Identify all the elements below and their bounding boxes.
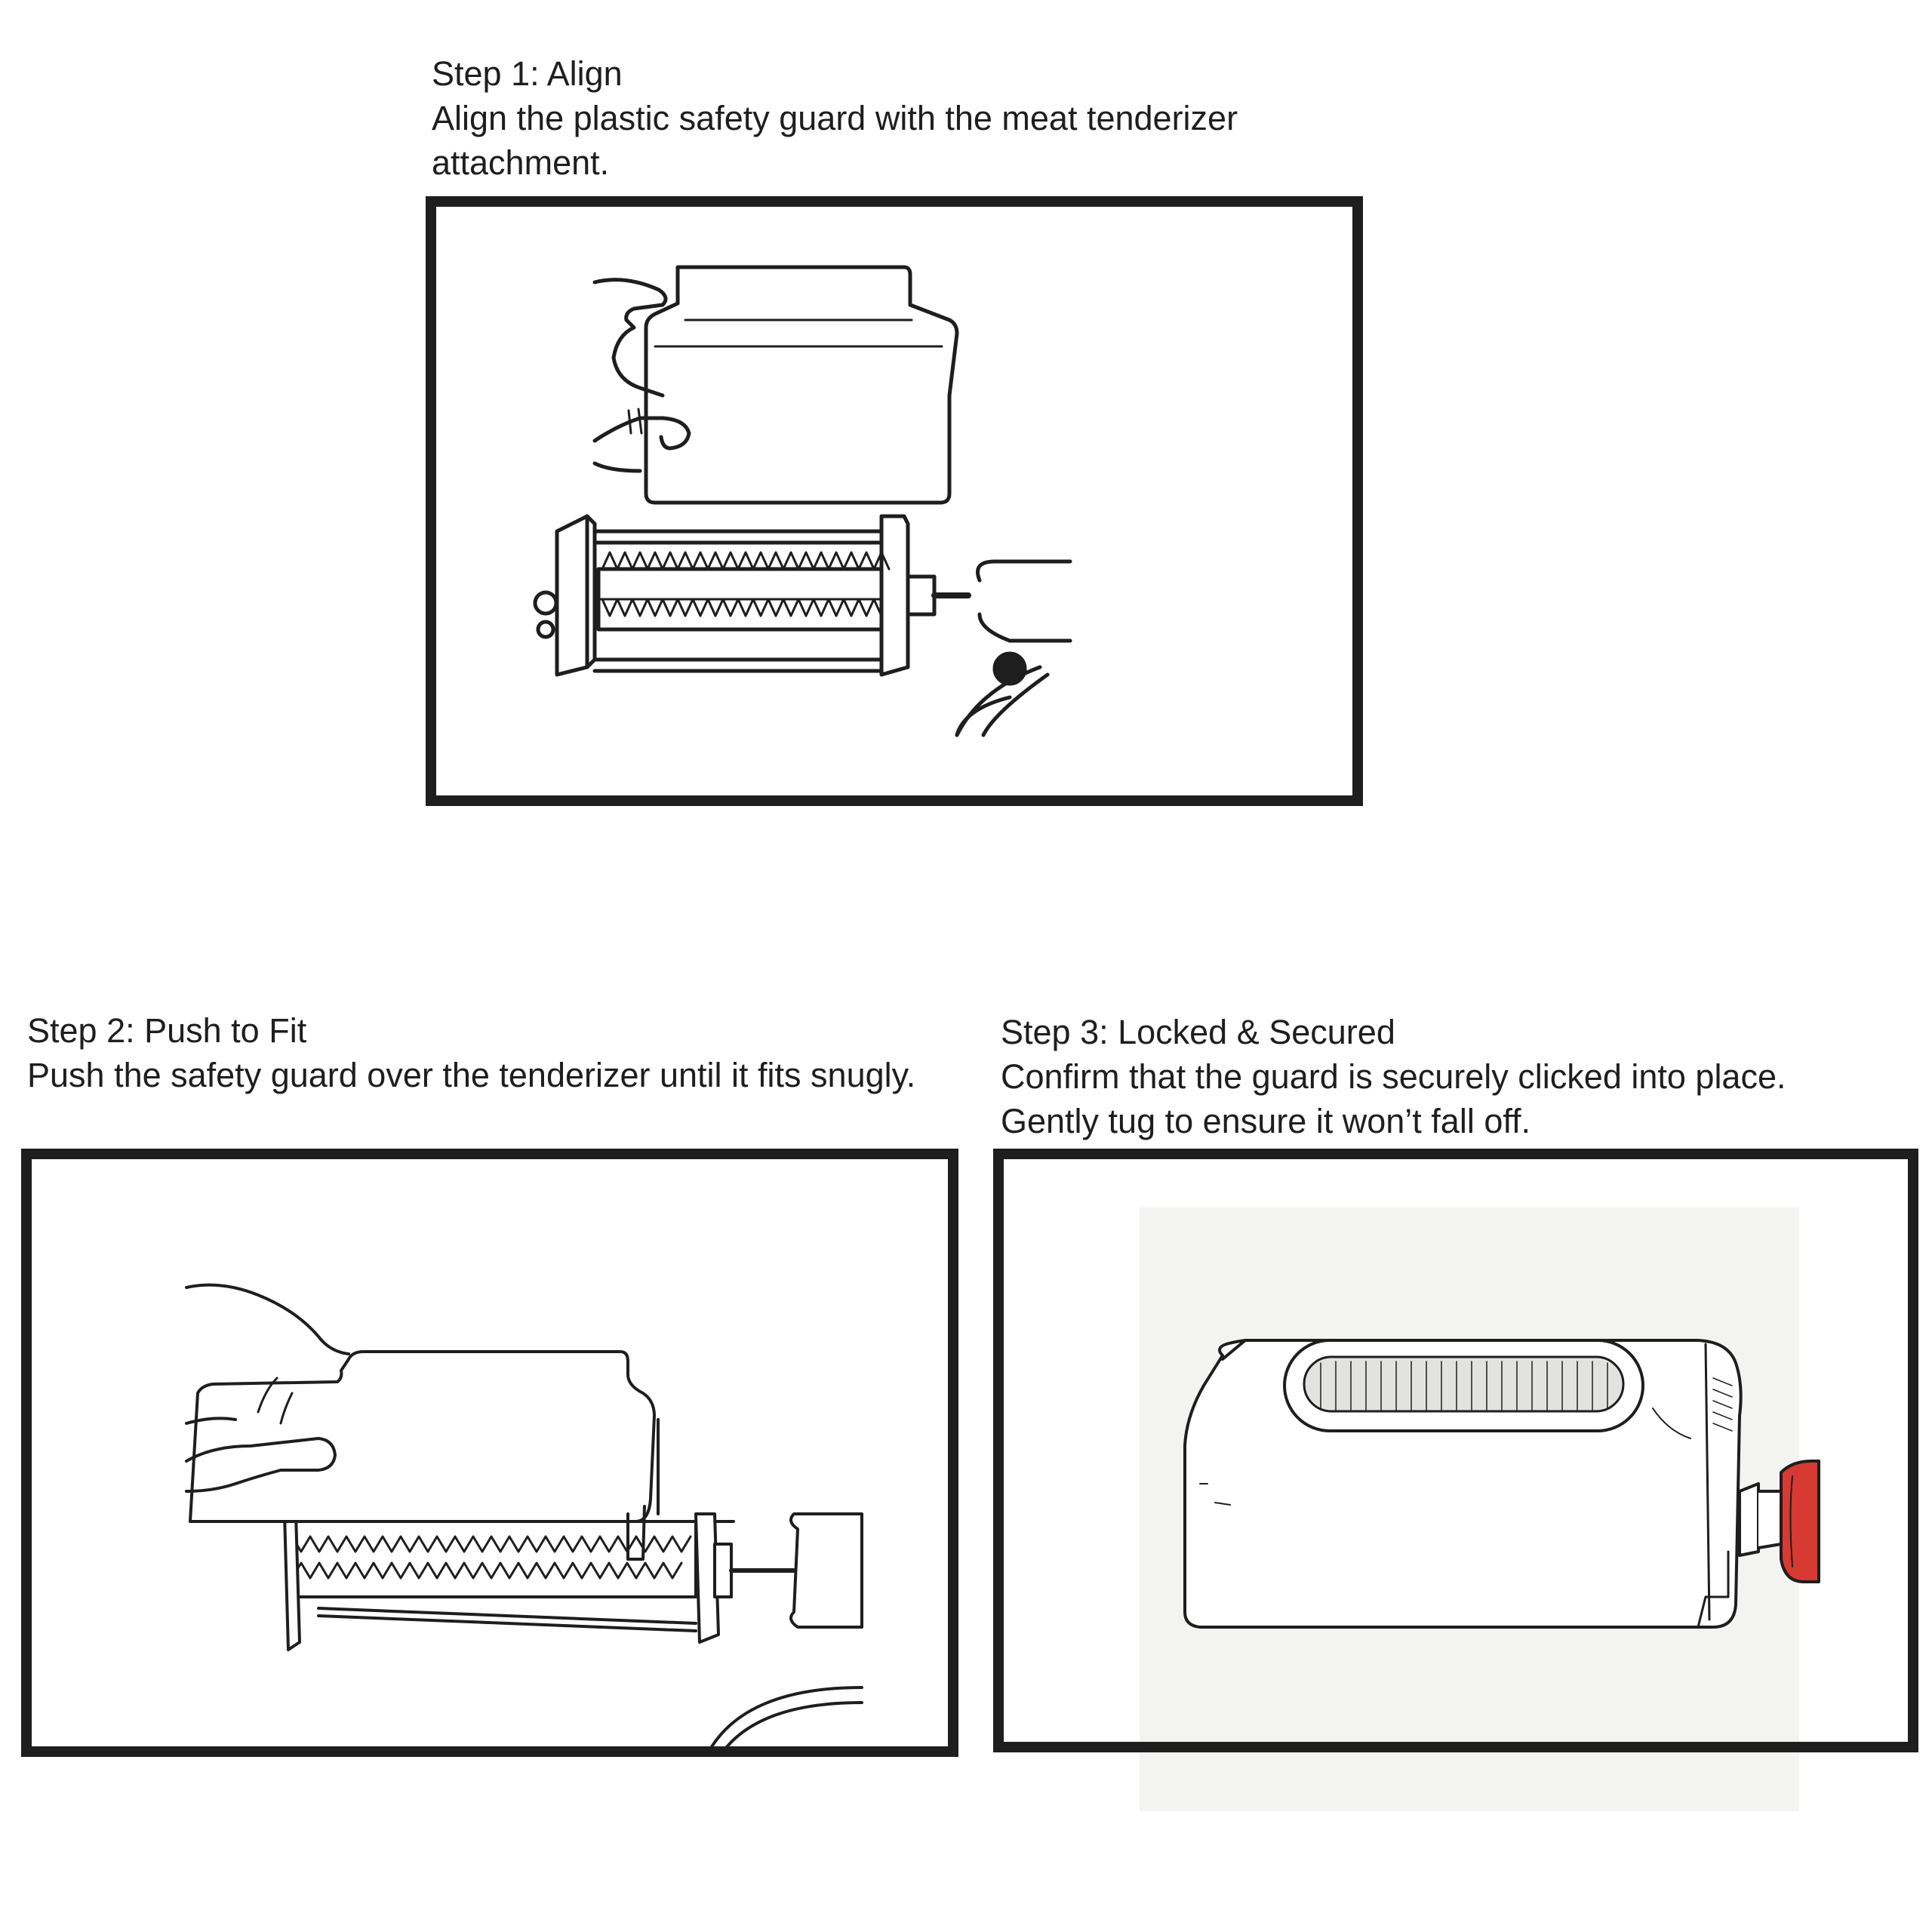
safety-guard-icon	[1183, 1339, 1743, 1629]
tenderizer-attachment-icon	[533, 514, 971, 677]
safety-guard-icon	[644, 265, 959, 505]
step-3-description-line-1: Confirm that the guard is securely click…	[1001, 1057, 1786, 1096]
step-2-instructions: Step 2: Push to Fit Push the safety guar…	[27, 1008, 1008, 1097]
step-3-illustration	[1183, 1339, 1820, 1629]
hand-icon	[592, 278, 691, 473]
tenderizer-attachment-icon	[279, 1512, 796, 1651]
step-1-illustration-frame	[426, 196, 1363, 806]
step-1-instructions: Step 1: Align Align the plastic safety g…	[432, 51, 1413, 185]
motor-hub-icon	[709, 1512, 863, 1746]
motor-hub-icon	[955, 559, 1072, 737]
step-1-description-line-1: Align the plastic safety guard with the …	[432, 99, 1238, 137]
knob-icon	[1738, 1460, 1820, 1583]
step-3-instructions: Step 3: Locked & Secured Confirm that th…	[1001, 1010, 1906, 1143]
step-2-description-line-1: Push the safety guard over the tenderize…	[27, 1056, 916, 1094]
step-1-description-line-2: attachment.	[432, 143, 610, 182]
step-2-illustration-frame	[21, 1149, 958, 1757]
step-1-illustration	[533, 265, 1072, 737]
safety-guard-icon	[189, 1350, 660, 1561]
step-3-title: Step 3: Locked & Secured	[1001, 1013, 1395, 1051]
step-3-illustration-frame	[993, 1149, 1918, 1752]
hand-icon	[185, 1283, 350, 1493]
step-1-title: Step 1: Align	[432, 54, 623, 93]
step-2-title: Step 2: Push to Fit	[27, 1011, 307, 1050]
step-3-description-line-2: Gently tug to ensure it won’t fall off.	[1001, 1102, 1531, 1140]
step-2-illustration	[185, 1283, 863, 1746]
